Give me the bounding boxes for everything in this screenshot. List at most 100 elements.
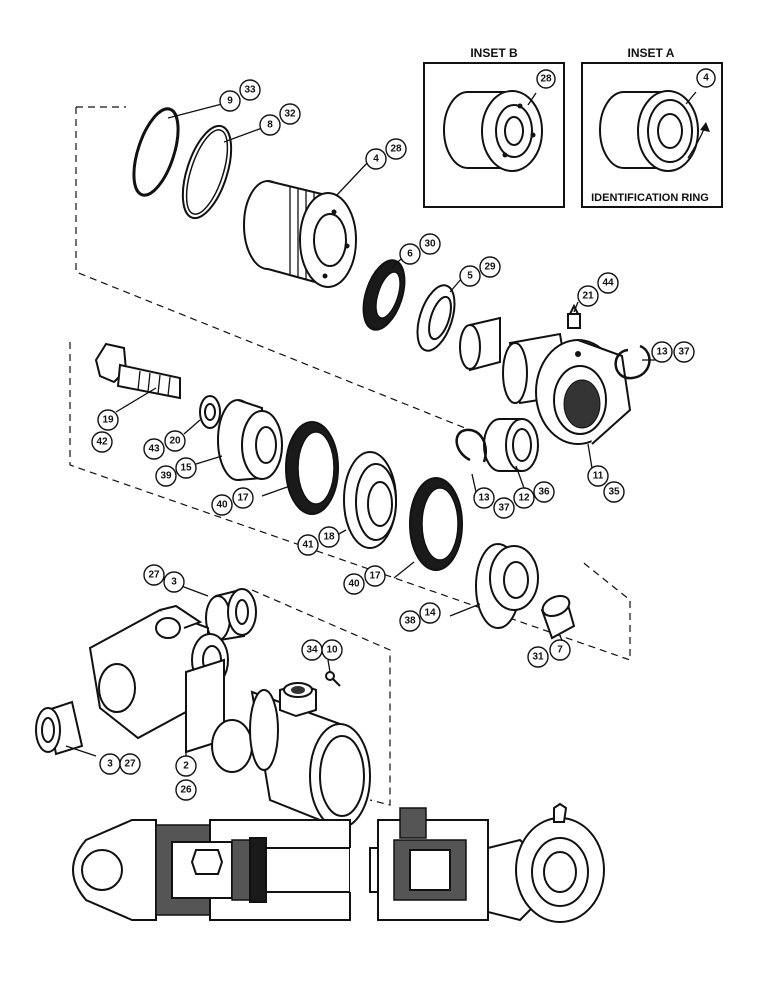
svg-text:5: 5 [467,271,473,282]
piston-group-outline [69,342,631,661]
part-12-bushing [483,418,539,472]
callout-c8: 8 [259,114,281,136]
upper-group-outline [75,106,471,431]
callout-c37b: 37 [493,497,515,519]
callout-c17b: 17 [364,565,386,587]
part-15-piston-nut [217,399,283,481]
callout-c42: 42 [91,431,113,453]
svg-text:27: 27 [124,759,136,770]
svg-text:42: 42 [96,437,108,448]
part-18-piston [343,451,397,549]
callout-c3a: 3 [163,571,185,593]
barrel-group-outline [251,589,391,806]
callout-c5: 5 [459,265,481,287]
part-21-grease-fitting [567,303,581,329]
part-3-bushing-upper [205,588,257,642]
svg-text:40: 40 [348,579,360,590]
svg-text:8: 8 [267,120,273,131]
callout-c26: 26 [175,779,197,801]
callout-c34: 34 [301,639,323,661]
callout-c31: 31 [527,646,549,668]
svg-text:11: 11 [593,471,604,482]
callout-c38: 38 [399,610,421,632]
inset-b-callout: 28 [536,69,556,89]
part-10-screw [325,671,341,687]
callout-c19: 19 [97,409,119,431]
callout-c37a: 37 [673,341,695,363]
callout-c2: 2 [175,755,197,777]
svg-text:37: 37 [678,347,690,358]
svg-text:38: 38 [404,616,416,627]
svg-text:21: 21 [582,291,594,302]
svg-text:2: 2 [183,761,189,772]
svg-text:18: 18 [323,532,335,543]
part-17-seal-upper [285,421,339,515]
svg-text:13: 13 [478,493,490,504]
callout-c17a: 17 [232,487,254,509]
callout-c21: 21 [577,285,599,307]
part-3-bushing-lower [35,700,84,756]
callout-c33: 33 [239,79,261,101]
part-7-bushing [540,594,576,640]
svg-text:17: 17 [237,493,249,504]
inset-b-title: INSET B [470,46,518,60]
svg-text:37: 37 [498,503,510,514]
callout-c44: 44 [597,272,619,294]
part-14-piston-half [475,543,539,629]
svg-text:40: 40 [216,500,228,511]
part-13-snap-ring-upper [614,344,651,380]
callout-c32: 32 [279,103,301,125]
callout-c6: 6 [399,243,421,265]
callout-c29: 29 [479,256,501,278]
svg-text:9: 9 [227,96,233,107]
callout-c30: 30 [419,233,441,255]
callout-c11: 11 [587,465,609,487]
svg-text:13: 13 [656,347,668,358]
svg-text:28: 28 [540,74,552,85]
callout-c18: 18 [318,526,340,548]
svg-text:26: 26 [180,785,192,796]
svg-text:28: 28 [390,144,402,155]
part-2-cylinder-barrel [88,604,371,830]
assembled-cylinder-section [72,802,605,923]
inset-a-panel: INSET A 4 IDENTIFICATION RING [581,46,723,208]
callout-c13a: 13 [651,341,673,363]
svg-text:44: 44 [602,278,614,289]
callout-c35: 35 [603,481,625,503]
callout-c41: 41 [297,534,319,556]
svg-text:6: 6 [407,249,413,260]
svg-text:17: 17 [369,571,381,582]
callout-c40a: 40 [211,494,233,516]
part-20-washer [199,395,221,429]
svg-text:3: 3 [107,759,113,770]
callout-c36: 36 [533,481,555,503]
inset-a-callout: 4 [696,68,716,88]
part-13-snap-ring-lower [455,428,487,463]
svg-text:19: 19 [102,415,114,426]
callout-c27a: 27 [143,564,165,586]
part-4-gland [243,180,357,288]
inset-b-panel: INSET B 28 [423,46,565,208]
callout-c27b: 27 [119,753,141,775]
svg-text:33: 33 [244,85,256,96]
svg-text:41: 41 [302,540,314,551]
svg-text:35: 35 [608,487,620,498]
callout-c15: 15 [175,457,197,479]
callout-c12: 12 [513,487,535,509]
callout-c14: 14 [419,602,441,624]
part-9-oring [132,107,180,197]
callout-c40b: 40 [343,573,365,595]
callout-c7: 7 [549,639,571,661]
svg-text:32: 32 [284,109,296,120]
svg-text:34: 34 [306,645,318,656]
svg-text:43: 43 [148,444,160,455]
callout-c20: 20 [164,430,186,452]
svg-text:14: 14 [424,608,436,619]
svg-text:39: 39 [160,471,172,482]
callout-c10: 10 [321,639,343,661]
callout-c4: 4 [365,148,387,170]
part-5-wiper [416,284,456,352]
svg-text:15: 15 [180,463,192,474]
svg-text:20: 20 [169,436,181,447]
